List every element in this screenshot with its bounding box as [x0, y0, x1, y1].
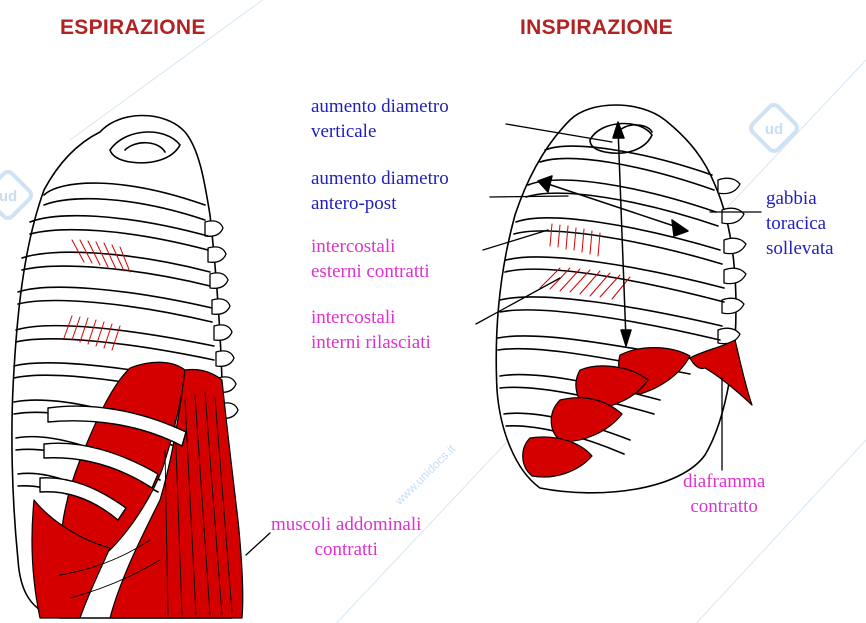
label-external-intercostals: intercostali esterni contratti	[311, 234, 430, 284]
label-line: intercostali	[311, 234, 430, 259]
label-line: esterni contratti	[311, 259, 430, 284]
watermark-logo-text: ud	[765, 121, 783, 138]
label-ap-diameter: aumento diametro antero-post	[311, 166, 449, 216]
label-line: contratti	[271, 537, 421, 562]
title-inspiration: INSPIRAZIONE	[520, 16, 673, 40]
label-line: diaframma	[683, 469, 765, 494]
label-line: toracica	[766, 211, 834, 236]
expiration-thorax	[12, 116, 270, 619]
label-vertical-diameter: aumento diametro verticale	[311, 94, 449, 144]
label-line: gabbia	[766, 186, 834, 211]
watermark-logo-text: ud	[0, 188, 17, 205]
label-line: contratto	[683, 494, 765, 519]
label-line: antero-post	[311, 191, 449, 216]
label-line: muscoli addominali	[271, 512, 421, 537]
label-line: interni rilasciati	[311, 330, 431, 355]
label-line: verticale	[311, 119, 449, 144]
label-line: intercostali	[311, 305, 431, 330]
label-diaphragm: diaframma contratto	[683, 469, 765, 519]
watermark-logo: ud	[0, 170, 33, 221]
label-line: aumento diametro	[311, 94, 449, 119]
label-abdominal-muscles: muscoli addominali contratti	[271, 512, 421, 562]
inspiration-thorax	[476, 105, 761, 493]
watermark-logo: ud	[749, 103, 800, 154]
label-line: aumento diametro	[311, 166, 449, 191]
title-expiration: ESPIRAZIONE	[60, 16, 206, 40]
label-internal-intercostals: intercostali interni rilasciati	[311, 305, 431, 355]
label-rib-cage: gabbia toracica sollevata	[766, 186, 834, 261]
watermark-line	[690, 440, 866, 623]
label-line: sollevata	[766, 236, 834, 261]
